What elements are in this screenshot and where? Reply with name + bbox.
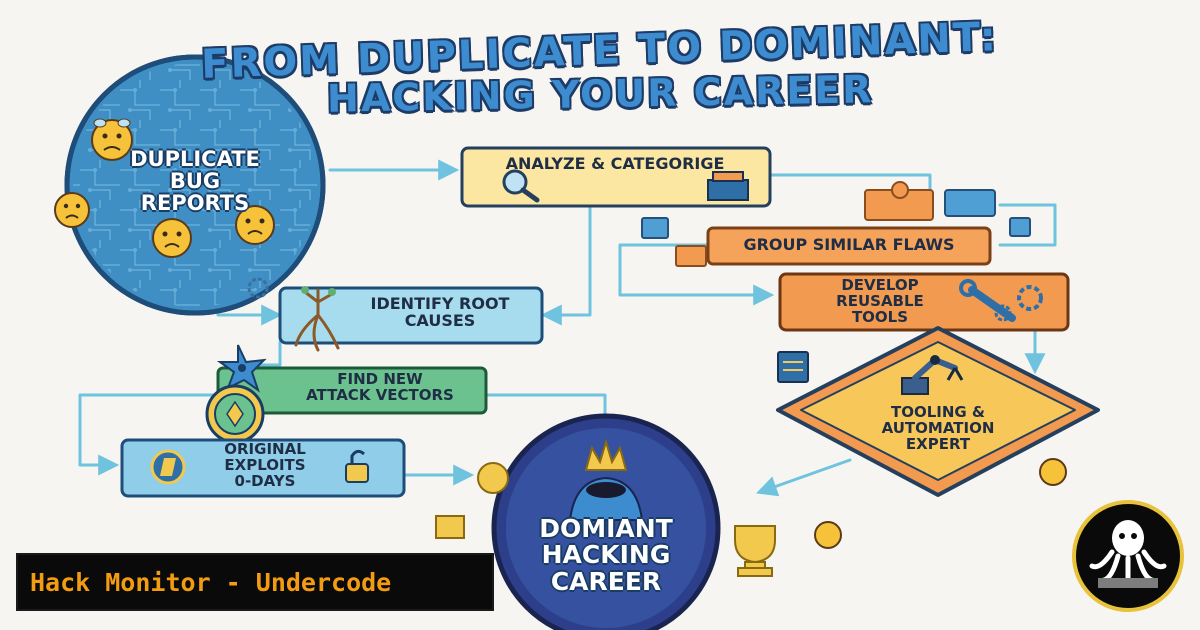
bug-icon — [152, 218, 192, 258]
label-duplicate-bug-reports: DUPLICATE BUG REPORTS — [130, 147, 260, 216]
edge-analyze-group — [768, 173, 932, 197]
node-duplicate-bug-reports — [64, 54, 326, 316]
bug-icon — [91, 118, 133, 161]
edge-group-right — [998, 203, 1057, 247]
label-group-similar-flaws: GROUP SIMILAR FLAWS — [743, 235, 955, 254]
roots-icon — [294, 286, 340, 352]
edge-group-develop — [618, 243, 775, 306]
hacker-icon — [568, 476, 644, 521]
puzzle-icon — [641, 181, 1031, 267]
label-find-new-attack-vectors: FIND NEW ATTACK VECTORS — [306, 370, 454, 404]
node-analyze-categorige — [460, 146, 772, 208]
edge-analyze-identify — [540, 206, 592, 326]
padlock-icon — [345, 449, 369, 483]
title-line-2: HACKING YOUR CAREER — [326, 67, 874, 121]
footer-banner-text: Hack Monitor - Undercode — [30, 567, 392, 597]
wrench-gear-icon — [959, 279, 1043, 322]
label-identify-root-causes: IDENTIFY ROOT CAUSES — [370, 294, 510, 330]
edge-find-original — [78, 393, 222, 476]
node-dominant-hacking-career — [491, 413, 721, 630]
toolbox-icon — [707, 171, 749, 201]
label-original-exploits: ORIGINAL EXPLOITS 0-DAYS — [224, 440, 306, 490]
compass-icon — [205, 384, 265, 444]
node-tooling-automation-expert — [776, 326, 1100, 497]
footer-banner: Hack Monitor - Undercode — [16, 553, 494, 611]
dollar-coin-icon — [477, 462, 509, 494]
title-line-1: FROM DUPLICATE TO DOMINANT: — [200, 14, 1000, 88]
node-original-exploits — [120, 438, 406, 498]
server-icon — [777, 351, 809, 383]
node-identify-root-causes — [278, 286, 544, 345]
bug-icon — [235, 205, 275, 245]
node-group-similar-flaws — [706, 226, 992, 266]
coin-icon — [150, 449, 186, 485]
label-develop-reusable-tools: DEVELOP REUSABLE TOOLS — [836, 276, 924, 326]
box-icon — [435, 515, 465, 539]
trophy-icon — [734, 525, 776, 577]
magnifier-icon — [502, 169, 540, 203]
bug-icon — [814, 458, 1067, 549]
robot-arm-icon — [901, 355, 964, 395]
gear-icon — [247, 277, 269, 299]
octopus-logo-icon — [1072, 500, 1184, 612]
crown-icon — [584, 438, 628, 471]
shuriken-icon — [216, 344, 267, 393]
label-analyze-categorige: ANALYZE & CATEGORIGE — [505, 154, 725, 173]
label-dominant-hacking-career: DOMIANT HACKING CAREER — [539, 514, 673, 596]
edge-tooling-dominant — [756, 458, 852, 497]
bug-icon — [54, 192, 90, 228]
label-tooling-automation-expert: TOOLING & AUTOMATION EXPERT — [881, 403, 995, 453]
